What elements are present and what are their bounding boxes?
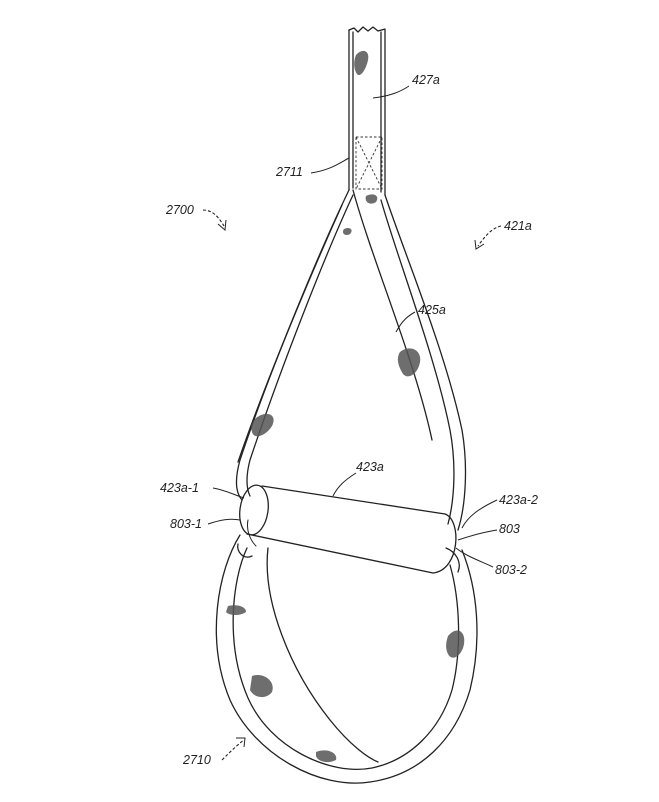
texture-mark [354, 50, 369, 76]
label-423a-1: 423a-1 [160, 481, 199, 495]
leader-423a [332, 472, 357, 497]
label-421a: 421a [504, 219, 532, 233]
stitch-box [355, 136, 383, 190]
label-803-1: 803-1 [170, 517, 202, 531]
label-423a-2: 423a-2 [499, 493, 538, 507]
leader-427a [372, 85, 410, 99]
leader-423a-1 [212, 487, 245, 499]
top-strap [348, 26, 386, 196]
leader-803 [457, 529, 498, 541]
arrow-2710 [221, 739, 245, 761]
leader-423a-2 [461, 499, 498, 529]
leader-2711 [310, 157, 350, 174]
label-427a: 427a [412, 73, 440, 87]
leader-803-1 [207, 518, 241, 525]
handle [239, 484, 457, 574]
lower-loop [215, 534, 478, 784]
leader-425a [395, 311, 416, 333]
leader-lines [202, 85, 502, 761]
arrow-421a [477, 225, 502, 247]
label-2711: 2711 [275, 165, 303, 179]
label-2710: 2710 [182, 753, 211, 767]
label-2700: 2700 [165, 203, 194, 217]
arrow-2700 [202, 209, 225, 227]
label-423a: 423a [356, 460, 384, 474]
label-803: 803 [499, 522, 520, 536]
label-803-2: 803-2 [495, 563, 527, 577]
leader-803-2 [455, 547, 494, 568]
side-straps [235, 189, 467, 531]
label-425a: 425a [418, 303, 446, 317]
